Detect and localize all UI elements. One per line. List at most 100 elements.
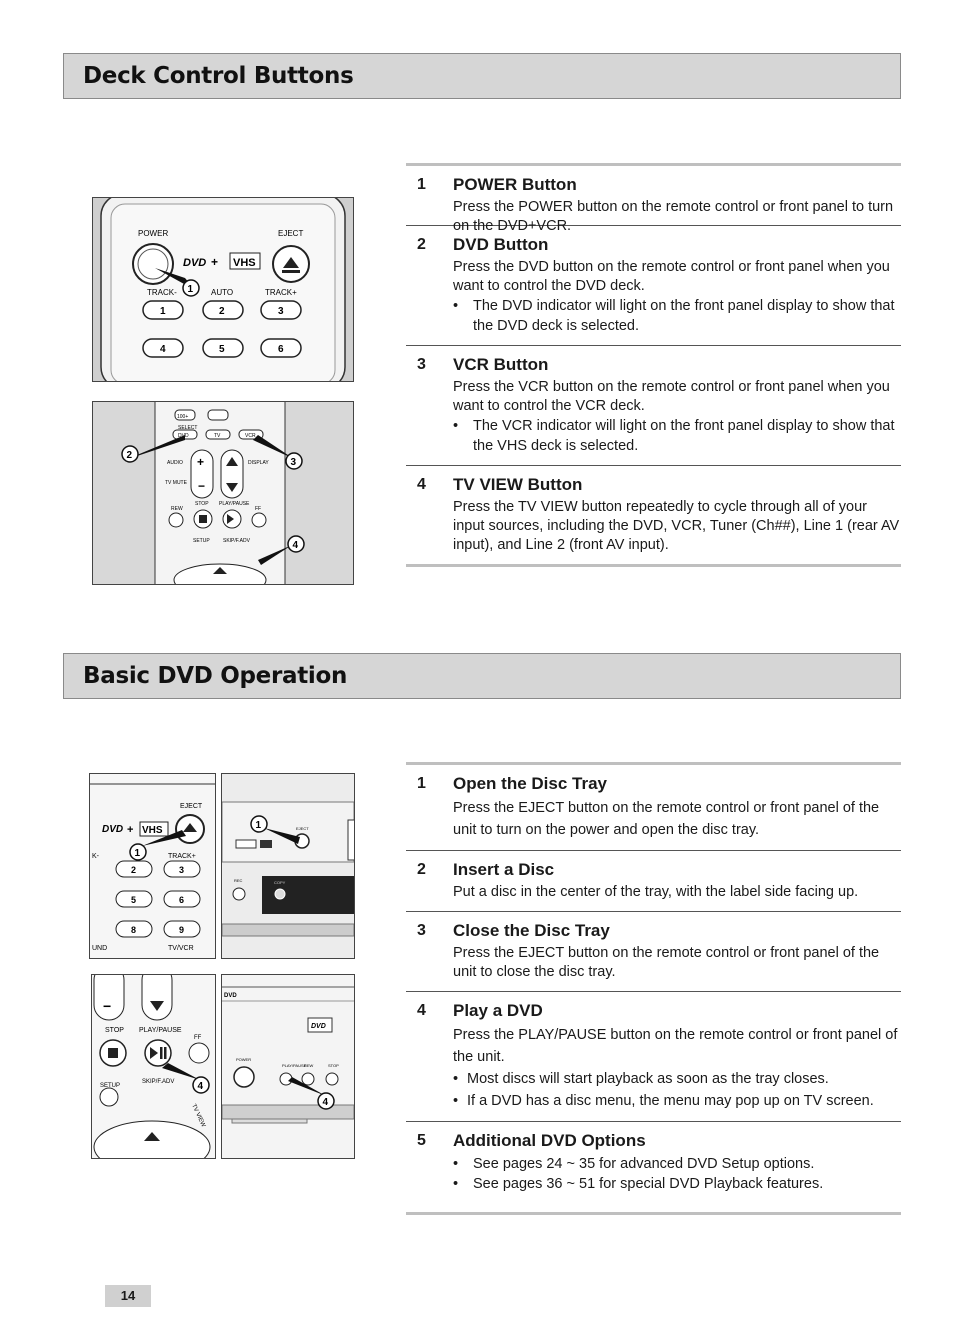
svg-text:EJECT: EJECT	[296, 826, 309, 831]
basic-dvd-steps: 1 Open the Disc Tray Press the EJECT but…	[406, 762, 901, 1215]
front-panel-play-illustration: DVD DVD POWER PLAY/PAUSE REW STOP 4	[221, 974, 355, 1159]
svg-text:2: 2	[131, 865, 136, 875]
svg-text:DVD: DVD	[102, 824, 123, 835]
track-plus-label: TRACK+	[265, 288, 297, 297]
step-description: Press the PLAY/PAUSE button on the remot…	[453, 1027, 898, 1065]
remote-play-illustration: − STOP PLAY/PAUSE FF SETUP SKIP/F.ADV TV…	[91, 974, 216, 1159]
svg-text:4: 4	[198, 1081, 204, 1092]
svg-text:5: 5	[219, 344, 225, 355]
svg-text:EJECT: EJECT	[180, 803, 203, 810]
svg-text:8: 8	[131, 925, 136, 935]
dvd-logo: DVD	[183, 257, 206, 269]
svg-text:4: 4	[293, 540, 299, 551]
svg-text:+: +	[127, 824, 133, 836]
step-title: Play a DVD	[453, 1001, 543, 1020]
svg-text:SKIP/F.ADV: SKIP/F.ADV	[142, 1079, 174, 1085]
step-description: Press the EJECT button on the remote con…	[453, 800, 880, 838]
step-number: 1	[417, 176, 426, 193]
step-number: 3	[417, 356, 426, 373]
svg-text:COPY: COPY	[274, 880, 286, 885]
deck-control-steps: 1 POWER Button Press the POWER button on…	[406, 163, 901, 567]
step-number: 2	[417, 861, 426, 878]
step-bullet: The DVD indicator will light on the fron…	[453, 296, 901, 336]
power-button[interactable]	[132, 243, 174, 285]
svg-text:4: 4	[323, 1097, 329, 1108]
front-panel-eject-illustration: EJECT REC COPY 1	[221, 773, 355, 959]
svg-text:1: 1	[256, 820, 262, 831]
svg-text:SKIP/F.ADV: SKIP/F.ADV	[223, 538, 251, 544]
svg-text:2: 2	[127, 450, 133, 461]
svg-text:FF: FF	[255, 506, 261, 512]
section-title: Basic DVD Operation	[83, 663, 348, 689]
svg-text:−: −	[103, 998, 111, 1014]
remote-eject-illustration: EJECT DVD + VHS K- TRACK+ 2 3 5 6 8 9 UN…	[89, 773, 216, 959]
step-play-dvd: 4 Play a DVD Press the PLAY/PAUSE button…	[406, 992, 901, 1122]
svg-text:3: 3	[291, 457, 297, 468]
svg-text:TV/VCR: TV/VCR	[168, 945, 194, 952]
svg-text:DISPLAY: DISPLAY	[248, 460, 269, 466]
svg-text:100+: 100+	[177, 414, 188, 420]
step-open-tray: 1 Open the Disc Tray Press the EJECT but…	[406, 765, 901, 851]
step-bullet: If a DVD has a disc menu, the menu may p…	[453, 1090, 901, 1112]
svg-text:STOP: STOP	[105, 1027, 124, 1034]
svg-text:3: 3	[278, 306, 284, 317]
step-title: Open the Disc Tray	[453, 774, 607, 793]
callout-1: 1	[188, 284, 194, 295]
step-number: 4	[417, 476, 426, 493]
svg-text:1: 1	[160, 306, 166, 317]
svg-text:STOP: STOP	[195, 501, 209, 507]
svg-text:+: +	[211, 255, 218, 269]
section-title: Deck Control Buttons	[83, 63, 354, 89]
step-title: Additional DVD Options	[453, 1131, 646, 1150]
step-dvd: 2 DVD Button Press the DVD button on the…	[406, 226, 901, 346]
svg-text:SETUP: SETUP	[100, 1083, 120, 1089]
svg-text:+: +	[197, 455, 204, 469]
step-description: Press the VCR button on the remote contr…	[453, 379, 890, 414]
step-number: 3	[417, 922, 426, 939]
step-bullet: See pages 36 ~ 51 for special DVD Playba…	[453, 1174, 901, 1194]
step-title: Insert a Disc	[453, 860, 555, 879]
svg-text:REC: REC	[234, 878, 243, 883]
svg-text:5: 5	[131, 895, 136, 905]
svg-text:FF: FF	[194, 1035, 202, 1041]
auto-label: AUTO	[211, 288, 233, 297]
step-close-tray: 3 Close the Disc Tray Press the EJECT bu…	[406, 912, 901, 992]
step-bullet: The VCR indicator will light on the fron…	[453, 416, 901, 456]
step-description: Press the POWER button on the remote con…	[453, 199, 894, 234]
step-insert-disc: 2 Insert a Disc Put a disc in the center…	[406, 851, 901, 912]
step-title: DVD Button	[453, 235, 549, 254]
step-number: 5	[417, 1132, 426, 1149]
step-title: TV VIEW Button	[453, 475, 583, 494]
svg-text:TV MUTE: TV MUTE	[165, 480, 188, 486]
step-vcr: 3 VCR Button Press the VCR button on the…	[406, 346, 901, 466]
step-number: 2	[417, 236, 426, 253]
step-power: 1 POWER Button Press the POWER button on…	[406, 166, 901, 234]
track-minus-label: TRACK-	[147, 288, 177, 297]
step-title: VCR Button	[453, 355, 549, 374]
svg-text:1: 1	[135, 848, 141, 859]
svg-text:TV: TV	[214, 433, 221, 439]
svg-text:TRACK+: TRACK+	[168, 853, 196, 860]
svg-text:DVD: DVD	[224, 993, 237, 999]
svg-text:6: 6	[278, 344, 284, 355]
eject-label: EJECT	[278, 229, 303, 238]
step-bullet: Most discs will start playback as soon a…	[453, 1068, 901, 1090]
step-bullet: See pages 24 ~ 35 for advanced DVD Setup…	[453, 1154, 901, 1174]
svg-text:VCR: VCR	[245, 433, 256, 439]
svg-text:DVD: DVD	[311, 1023, 326, 1030]
svg-text:4: 4	[160, 344, 166, 355]
svg-text:3: 3	[179, 865, 184, 875]
step-number: 1	[417, 775, 426, 792]
step-number: 4	[417, 1002, 426, 1019]
remote-middle-illustration: 100+ SELECT DVD TV VCR AUDIO TV MUTE + −…	[92, 401, 354, 585]
svg-text:9: 9	[179, 925, 184, 935]
step-description: Press the TV VIEW button repeatedly to c…	[453, 499, 900, 553]
svg-text:REW: REW	[171, 506, 183, 512]
vhs-logo: VHS	[233, 257, 256, 269]
step-description: Put a disc in the center of the tray, wi…	[453, 884, 859, 900]
svg-text:PLAY/PAUSE: PLAY/PAUSE	[219, 501, 250, 507]
svg-text:6: 6	[179, 895, 184, 905]
svg-text:PLAY/PAUSE: PLAY/PAUSE	[139, 1027, 182, 1034]
svg-text:POWER: POWER	[236, 1057, 251, 1062]
section-header-deck-control: Deck Control Buttons	[63, 53, 901, 99]
